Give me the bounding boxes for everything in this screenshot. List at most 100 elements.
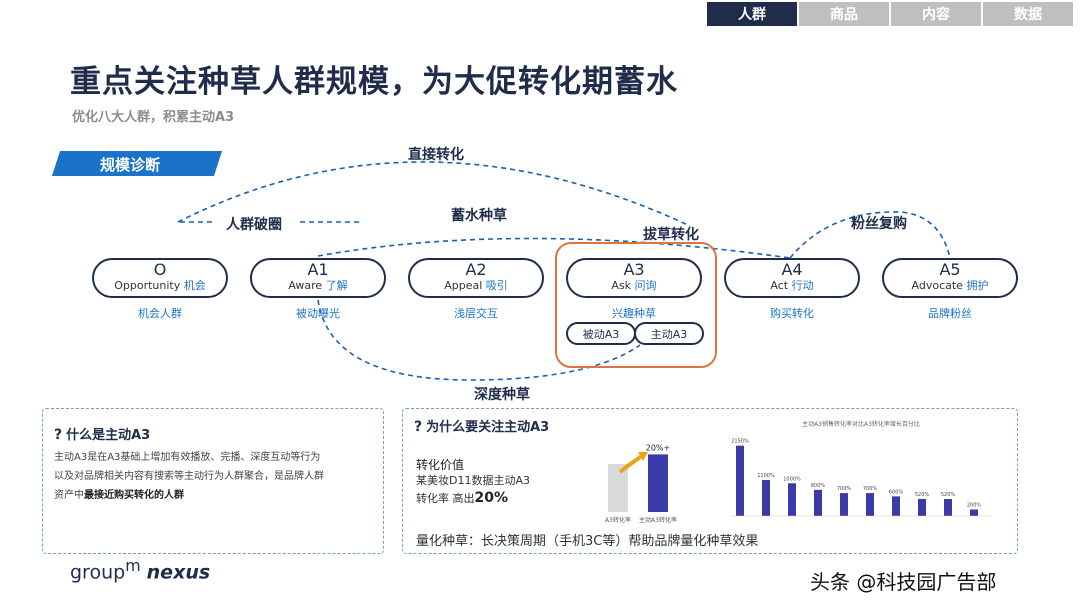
tab-crowd[interactable]: 人群 <box>707 2 797 26</box>
stage-code: A2 <box>465 260 487 279</box>
right-panel <box>402 408 1018 554</box>
logo-sup: m <box>125 556 141 575</box>
metric-subtitle: 某美妆D11数据主动A3 <box>416 474 530 487</box>
top-tabs: 人群 商品 内容 数据 <box>707 2 1073 26</box>
stage-code: A4 <box>781 260 803 279</box>
comparison-bar <box>608 464 628 512</box>
stage-code: A3 <box>623 260 645 279</box>
growth-bar <box>762 480 770 516</box>
growth-data-label: 600% <box>889 489 904 495</box>
stage-caption: 购买转化 <box>770 307 814 320</box>
active-a3-pill: 主动A3 <box>634 322 704 345</box>
body-line: 以及对品牌相关内容有搜索等主动行为人群聚合，是品牌人群 <box>54 471 324 482</box>
comparison-bar <box>648 454 668 512</box>
stage-cn: 问询 <box>634 279 657 292</box>
tab-product[interactable]: 商品 <box>799 2 889 26</box>
growth-bar <box>970 509 978 516</box>
growth-data-label: 200% <box>967 502 982 508</box>
tab-content[interactable]: 内容 <box>891 2 981 26</box>
comparison-data-label: 20%+ <box>646 443 670 452</box>
stage-ask: A3 Ask 问询 <box>566 258 702 298</box>
label-reservoir: 蓄水种草 <box>451 208 507 224</box>
growth-data-label: 1100% <box>757 473 775 479</box>
right-panel-title: ?为什么要关注主动A3 <box>414 416 549 435</box>
watermark: 头条 @科技园广告部 <box>810 570 997 594</box>
stage-appeal: A2 Appeal 吸引 <box>408 258 544 298</box>
stage-en: Act <box>770 279 789 292</box>
stage-caption: 兴趣种草 <box>612 307 656 320</box>
stage-cn: 行动 <box>791 279 814 292</box>
label-pull-conversion: 拔草转化 <box>643 227 699 243</box>
label-direct-conversion: 直接转化 <box>408 147 464 163</box>
stage-en: Ask <box>611 279 632 292</box>
arrow-head-icon <box>638 452 648 461</box>
growth-data-label: 700% <box>837 486 852 492</box>
stage-advocate: A5 Advocate 拥护 <box>882 258 1018 298</box>
stage-en: Opportunity <box>114 279 181 292</box>
body-line: 资产中 <box>54 490 84 501</box>
stage-cn: 了解 <box>325 279 348 292</box>
growth-data-label: 700% <box>863 486 878 492</box>
stage-caption: 品牌粉丝 <box>928 307 972 320</box>
question-icon: ? <box>414 419 423 435</box>
metric-rate: 转化率 高出20% <box>416 490 508 506</box>
growth-bar <box>892 496 900 516</box>
comparison-tick-label: 主动A3转化率 <box>639 516 677 524</box>
arc-reservoir <box>317 237 791 259</box>
metric-title: 转化价值 <box>416 458 465 472</box>
passive-a3-pill: 被动A3 <box>566 322 636 345</box>
growth-bar <box>866 493 874 516</box>
stage-en: Appeal <box>444 279 483 292</box>
stage-caption: 机会人群 <box>138 307 182 320</box>
arc-deep <box>317 299 641 381</box>
label-breakout: 人群破圈 <box>226 217 282 233</box>
page-subtitle: 优化八大人群，积累主动A3 <box>72 110 235 125</box>
left-panel-title-text: 什么是主动A3 <box>66 428 151 443</box>
growth-bar <box>840 493 848 516</box>
body-line: 主动A3是在A3基础上增加有效播放、完播、深度互动等行为 <box>54 452 321 463</box>
small-comparison-chart: A3转化率主动A3转化率 20%+ <box>605 443 677 524</box>
metric-rate-prefix: 转化率 高出 <box>416 492 475 505</box>
right-panel-footer: 量化种草：长决策周期（手机3C等）帮助品牌量化种草效果 <box>416 534 759 549</box>
stage-en: Advocate <box>911 279 963 292</box>
stage-cn: 机会 <box>183 279 206 292</box>
stage-en: Aware <box>288 279 323 292</box>
left-panel-body: 主动A3是在A3基础上增加有效播放、完播、深度互动等行为 以及对品牌相关内容有搜… <box>54 448 376 505</box>
growth-bar <box>788 483 796 516</box>
growth-chart-title: 主动A3销售转化率对比A3转化率增长百分比 <box>802 420 920 428</box>
comparison-tick-label: A3转化率 <box>605 516 631 524</box>
growth-data-label: 520% <box>941 492 956 498</box>
growth-data-label: 2150% <box>731 439 749 445</box>
stage-opportunity: O Opportunity 机会 <box>92 258 228 298</box>
growth-bar <box>918 498 926 516</box>
tab-data[interactable]: 数据 <box>983 2 1073 26</box>
section-label: 规模诊断 <box>100 156 161 174</box>
a3-highlight-box <box>555 242 717 368</box>
growth-bar-chart: 主动A3销售转化率对比A3转化率增长百分比 2150% 1100% 1000% 800%… <box>730 420 992 517</box>
growth-data-label: 520% <box>915 492 930 498</box>
body-line-bold: 最接近购买转化的人群 <box>84 490 184 501</box>
growth-data-label: 800% <box>811 483 826 489</box>
groupm-nexus-logo: groupm nexus <box>70 556 210 583</box>
stage-code: A1 <box>307 260 329 279</box>
growth-bar <box>944 498 952 516</box>
left-panel <box>42 408 384 554</box>
stage-cn: 吸引 <box>485 279 508 292</box>
stage-caption: 被动曝光 <box>296 307 340 320</box>
stage-aware: A1 Aware 了解 <box>250 258 386 298</box>
stage-act: A4 Act 行动 <box>724 258 860 298</box>
right-panel-title-text: 为什么要关注主动A3 <box>426 420 550 435</box>
logo-part1: group <box>70 561 126 584</box>
page-title: 重点关注种草人群规模，为大促转化期蓄水 <box>70 64 678 100</box>
logo-part2: nexus <box>146 561 211 584</box>
left-panel-title: ?什么是主动A3 <box>54 424 150 443</box>
question-icon: ? <box>54 427 63 443</box>
label-fans-repurchase: 粉丝复购 <box>851 216 907 232</box>
arc-fans <box>789 211 951 259</box>
growth-data-label: 1000% <box>783 476 801 482</box>
arrow-icon <box>618 454 644 474</box>
stage-code: A5 <box>939 260 961 279</box>
growth-bar <box>814 489 822 516</box>
label-deep-seeding: 深度种草 <box>474 387 530 403</box>
